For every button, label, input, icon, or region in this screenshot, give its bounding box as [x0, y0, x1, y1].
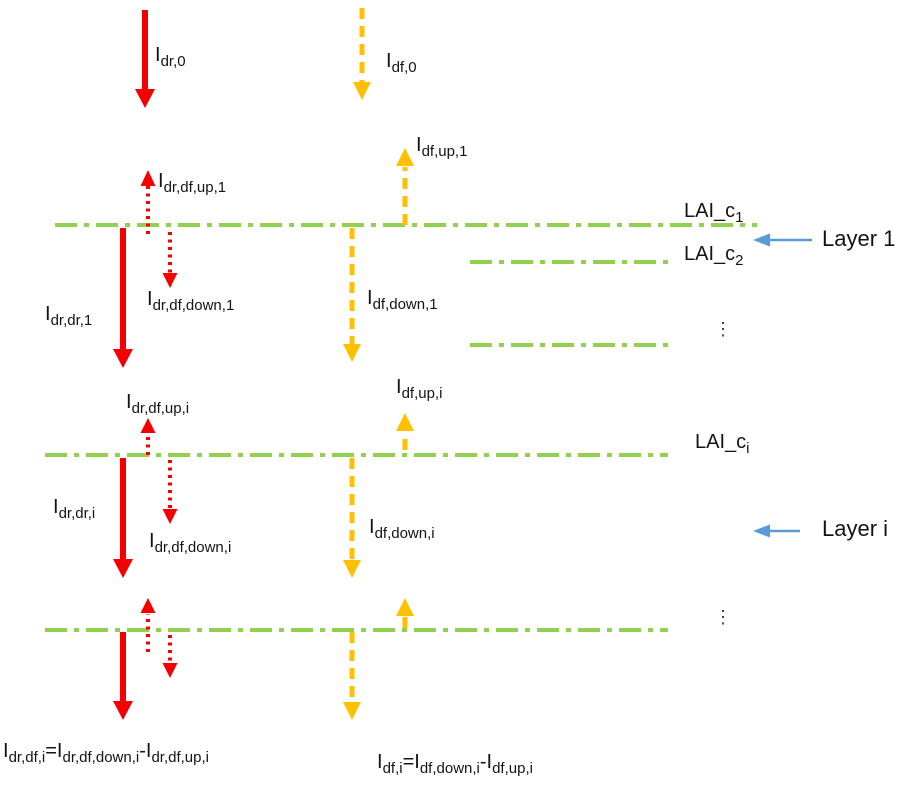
equation-df: Idf,i=Idf,down,i-Idf,up,i	[377, 751, 533, 777]
dr-df-up-bottom-arrowhead-up	[140, 598, 156, 613]
label-lai-c1: LAI_c1	[684, 200, 744, 226]
label-df-down-i: Idf,down,i	[369, 516, 435, 542]
df-down-1-arrowhead-down	[343, 344, 361, 362]
dr-df-up-i-arrowhead-up	[140, 418, 156, 433]
label-dr-df-down-1: Idr,df,down,1	[147, 288, 235, 314]
label-dr-df-up-i: Idr,df,up,i	[126, 391, 190, 417]
df0-arrowhead-down	[353, 82, 371, 100]
df-down-i-arrowhead-down	[343, 560, 361, 578]
direct-radiation-arrows	[113, 10, 178, 720]
dr-df-down-bottom-arrowhead-down	[162, 663, 178, 678]
label-df0: Idf,0	[386, 50, 417, 76]
ellipsis-bottom: ⋮	[714, 607, 732, 627]
label-lai-ci: LAI_ci	[695, 431, 750, 457]
df-up-i-arrowhead-up	[396, 413, 414, 431]
df-up-bottom-arrowhead-up	[396, 598, 414, 616]
label-layer-i: Layer i	[822, 516, 889, 541]
df-down-bottom-arrowhead-down	[343, 702, 361, 720]
label-dr-df-up-1: Idr,df,up,1	[158, 170, 227, 196]
label-layer-1: Layer 1	[822, 226, 896, 251]
dr-dr-1-arrowhead-down	[113, 349, 133, 368]
dr-df-down-1-arrowhead-down	[162, 273, 178, 288]
layer-pointer-arrows	[753, 233, 812, 538]
layer1-pointer-arrowhead-left	[753, 233, 770, 247]
dr-df-down-i-arrowhead-down	[162, 509, 178, 524]
label-dr0: Idr,0	[155, 44, 186, 70]
dr-dr-i-arrowhead-down	[113, 559, 133, 578]
diffuse-radiation-arrows	[343, 8, 414, 720]
label-lai-c2: LAI_c2	[684, 243, 744, 269]
label-df-down-1: Idf,down,1	[367, 287, 438, 313]
df-up-1-arrowhead-up	[396, 148, 414, 166]
label-df-up-1: Idf,up,1	[416, 134, 468, 160]
label-dr-dr-i: Idr,dr,i	[53, 496, 96, 522]
layeri-pointer-arrowhead-left	[753, 524, 770, 538]
label-dr-dr-1: Idr,dr,1	[45, 303, 93, 329]
dr-dr-bottom-arrowhead-down	[113, 701, 133, 720]
equation-dr-df: Idr,df,i=Idr,df,down,i-Idr,df,up,i	[3, 740, 209, 766]
label-dr-df-down-i: Idr,df,down,i	[149, 530, 232, 556]
label-df-up-i: Idf,up,i	[396, 376, 443, 402]
dr-df-up-1-arrowhead-up	[140, 170, 156, 186]
dr0-arrowhead-down	[135, 89, 155, 108]
ellipsis-top: ⋮	[714, 319, 732, 339]
